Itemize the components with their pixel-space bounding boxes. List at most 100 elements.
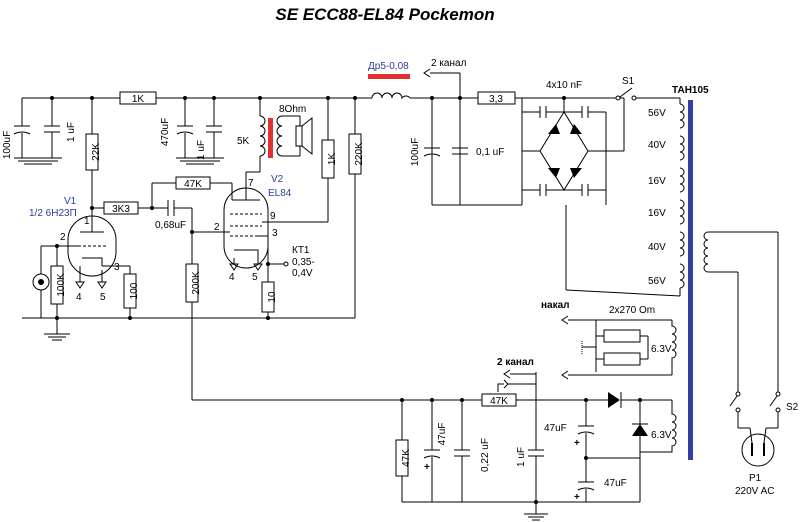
svg-text:200K: 200K [191,271,202,295]
tube-v1: V1 1/2 6Н23П 1 2 3 4 5 [29,196,130,303]
svg-text:КТ1: КТ1 [292,245,310,256]
choke-core-highlight [368,74,410,79]
bias-supply: 47K 2 канал 47K + 47uF 0,22 uF 1 uF [192,357,677,521]
resistor-1k-top: 1K [119,91,157,105]
bias-pot-wiper [497,383,504,392]
svg-text:S1: S1 [622,76,635,87]
choke: Др5-0,08 [368,61,411,100]
svg-text:2: 2 [60,232,66,243]
svg-text:40V: 40V [648,242,666,253]
ground-rail [22,317,355,341]
svg-text:4x10 nF: 4x10 nF [546,80,582,91]
input-jack[interactable] [32,245,66,318]
svg-text:5: 5 [252,272,258,283]
switch-s1: S1 [606,76,680,101]
svg-text:1K: 1K [327,153,338,166]
svg-text:16V: 16V [648,208,666,219]
svg-text:47uF: 47uF [544,423,567,434]
svg-text:4: 4 [229,272,235,283]
ground-left [14,157,62,165]
svg-text:220K: 220K [354,142,365,166]
svg-text:S2: S2 [786,402,799,413]
svg-text:0,4V: 0,4V [292,268,313,279]
resistor-220k: 220K [348,98,365,318]
test-point-kt1: КТ1 0,35- 0,4V [292,245,315,279]
svg-text:1: 1 [84,216,90,227]
capacitor-100uf-left: 100uF [2,98,31,159]
svg-text:0,35-: 0,35- [292,257,315,268]
svg-text:1K: 1K [132,94,145,105]
capacitor-068uf: 0,68uF [155,200,222,233]
heater-supply: накал 2x270 Om 6.3V [541,300,677,380]
svg-text:+: + [574,492,580,503]
svg-text:P1: P1 [749,473,762,484]
svg-text:100K: 100K [56,273,67,297]
page-title: SE ECC88-EL84 Pockemon [275,5,494,24]
svg-text:8Ohm: 8Ohm [279,104,306,115]
svg-text:22K: 22K [91,143,102,161]
svg-text:2 канал: 2 канал [431,58,467,69]
resistor-10: 10 [261,261,289,318]
switch-s2: S2 [729,391,799,429]
transformer-core-highlight [268,118,273,158]
svg-text:47uF: 47uF [437,423,448,446]
junction-dots [50,96,642,504]
svg-text:2x270 Om: 2x270 Om [609,305,655,316]
svg-text:100: 100 [129,282,140,299]
capacitor-100uf-ps: 100uF [410,138,441,166]
svg-text:2 канал: 2 канал [497,357,534,368]
svg-text:V1: V1 [64,196,77,207]
svg-text:100uF: 100uF [410,138,421,166]
b-plus-rail [22,97,624,206]
resistor-47k-feedback: 47K [151,176,232,208]
svg-text:3: 3 [114,262,120,273]
bridge-rectifier: 4x10 nF [521,80,624,205]
power-transformer: ТАН105 56V 40V 16V 16V 40V 56V [565,85,779,460]
capacitor-470uf: 470uF [160,98,194,158]
svg-text:10: 10 [267,291,278,303]
svg-text:+: + [574,438,580,449]
svg-text:EL84: EL84 [268,188,292,199]
resistor-22k: 22K [85,98,102,226]
svg-text:2: 2 [214,222,220,233]
svg-text:5: 5 [100,292,106,303]
svg-text:9: 9 [270,211,276,222]
svg-text:47K: 47K [184,179,202,190]
tube-v2: V2 EL84 7 2 3 9 4 5 [214,171,292,283]
svg-text:ТАН105: ТАН105 [672,85,709,96]
svg-text:3: 3 [272,228,278,239]
svg-text:1 uF: 1 uF [196,140,207,160]
svg-text:16V: 16V [648,176,666,187]
transformer-core-bar [688,100,693,460]
mains-plug: P1 220V AC [735,427,775,497]
svg-text:4: 4 [76,292,82,303]
svg-text:40V: 40V [648,140,666,151]
svg-text:Др5-0,08: Др5-0,08 [368,61,409,72]
svg-text:47K: 47K [490,396,508,407]
svg-text:7: 7 [248,178,254,189]
svg-text:накал: накал [541,300,570,311]
svg-text:1 uF: 1 uF [516,447,527,467]
resistor-3-3: 3,3 [477,91,516,105]
output-transformer: 5K 8Ohm [237,98,306,172]
svg-text:100uF: 100uF [2,131,13,159]
svg-text:3K3: 3K3 [112,204,130,215]
resistor-200k: 200K [185,232,202,400]
svg-text:47K: 47K [401,449,412,467]
resistor-100: 100 [123,266,140,318]
svg-text:5K: 5K [237,136,250,147]
svg-text:56V: 56V [648,108,666,119]
svg-text:6.3V: 6.3V [651,430,672,441]
svg-text:0,22 uF: 0,22 uF [480,438,491,472]
svg-text:56V: 56V [648,276,666,287]
speaker-icon [295,116,313,156]
capacitor-1uf-mid: 1 uF [196,98,222,160]
svg-text:3,3: 3,3 [489,94,503,105]
svg-text:470uF: 470uF [160,118,171,146]
svg-text:6.3V: 6.3V [651,344,672,355]
capacitor-1uf-left: 1 uF [44,98,77,158]
channel2-top: 2 канал [423,58,467,98]
resistor-3k3: 3K3 [92,201,168,215]
svg-text:220V AC: 220V AC [735,486,774,497]
